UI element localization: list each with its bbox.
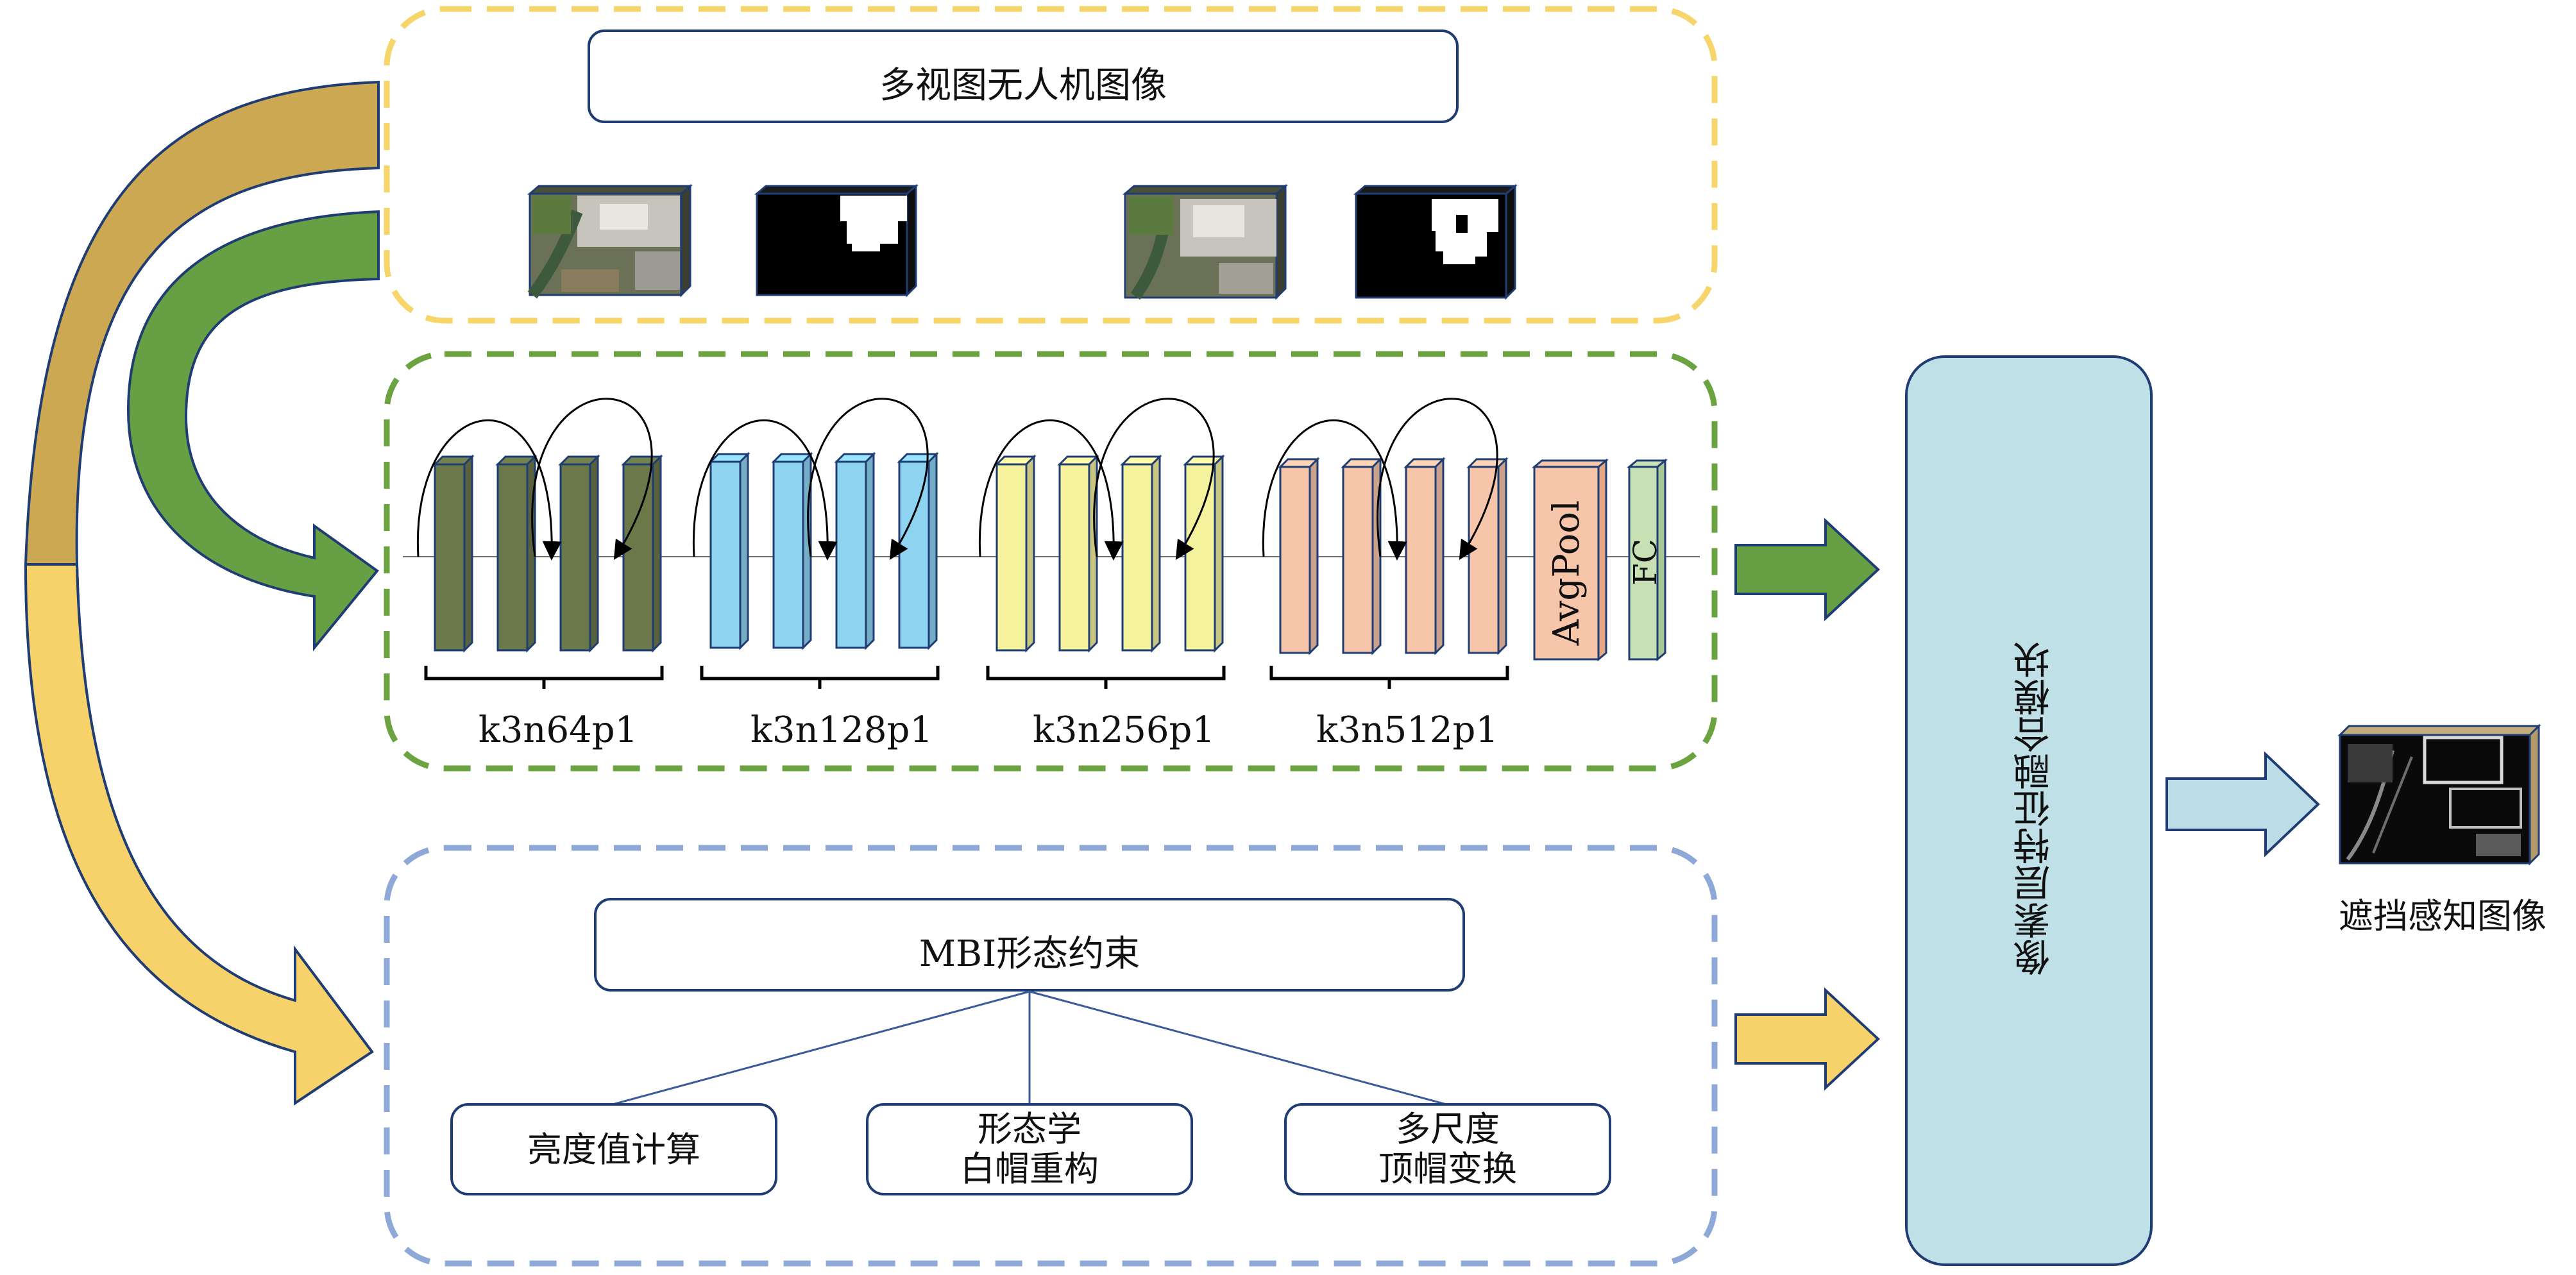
top-panel-title: 多视图无人机图像: [879, 65, 1167, 106]
thumb-mask-2: [1353, 183, 1518, 300]
mbi-item-3-line2: 顶帽变换: [1378, 1149, 1517, 1189]
conv-layer-2-1: [708, 452, 750, 650]
fusion-module-box: [1905, 355, 2153, 1266]
conv-layer-2-2: [771, 452, 813, 650]
group-brace-4: [1269, 666, 1509, 689]
conv-layer-2-4: [897, 452, 939, 650]
skip-arc-2-a: [692, 419, 838, 561]
conv-layer-3-1: [994, 454, 1037, 653]
output-image: [2337, 723, 2541, 866]
conv-layer-2-3: [834, 452, 876, 650]
fc-block: [1626, 458, 1668, 662]
group-brace-2: [700, 666, 940, 689]
top-panel-border: [384, 6, 1718, 324]
mbi-item-2-line2: 白帽重构: [960, 1149, 1099, 1189]
mbi-item-3-line1: 多尺度: [1396, 1109, 1500, 1149]
mbi-item-box-1: [450, 1103, 777, 1195]
skip-arc-4-a: [1262, 419, 1407, 561]
avgpool-label: AvgPool: [1546, 500, 1588, 646]
thumb-aerial-1: [527, 183, 693, 299]
yellow-right-arrow: [1734, 987, 1880, 1091]
network-panel-border: [384, 351, 1718, 772]
mbi-connector-left: [612, 990, 1030, 1106]
conv-layer-4-1: [1278, 457, 1320, 655]
avgpool-block: [1531, 458, 1609, 662]
skip-arc-2-b: [807, 398, 929, 561]
yellow-curved-arrow: [24, 563, 374, 1106]
mbi-item-2: 形态学 白帽重构: [867, 1110, 1192, 1189]
top-title-box: [588, 30, 1459, 123]
mbi-panel-border: [384, 845, 1718, 1267]
output-label: 遮挡感知图像: [2339, 896, 2546, 936]
group-label-2: k3n128p1: [750, 709, 933, 751]
mbi-item-box-2: [866, 1103, 1193, 1195]
conv-layer-3-2: [1057, 454, 1099, 653]
mbi-connector-right: [1029, 990, 1447, 1106]
group-label-1: k3n64p1: [478, 709, 638, 751]
mbi-panel-title: MBI形态约束: [919, 933, 1140, 975]
group-brace-3: [986, 666, 1226, 689]
group-brace-1: [424, 666, 664, 689]
mbi-item-2-line1: 形态学: [978, 1109, 1081, 1149]
conv-layer-3-3: [1120, 454, 1162, 653]
fusion-module-label: 像素层特征融合模块: [2013, 641, 2056, 976]
skip-arc-1-a: [416, 419, 562, 561]
network-layers: [403, 398, 1700, 689]
conv-layer-1-4: [621, 454, 663, 653]
conv-layer-4-2: [1341, 457, 1383, 655]
skip-arc-3-a: [978, 419, 1124, 561]
light-blue-right-arrow: [2165, 751, 2320, 857]
thumb-aerial-2: [1122, 183, 1289, 300]
mbi-title-box: [594, 898, 1465, 992]
conv-layer-1-1: [432, 454, 475, 653]
skip-arc-1-b: [531, 398, 653, 561]
mbi-item-3: 多尺度 顶帽变换: [1285, 1110, 1610, 1189]
skip-arc-3-b: [1093, 398, 1215, 561]
conv-layer-1-3: [558, 454, 600, 653]
conv-layer-4-4: [1466, 457, 1509, 655]
mbi-item-1-line1: 亮度值计算: [527, 1129, 700, 1170]
mbi-item-box-3: [1284, 1103, 1611, 1195]
green-right-arrow: [1734, 518, 1880, 621]
conv-layer-3-4: [1183, 454, 1225, 653]
thumb-mask-1: [754, 183, 919, 298]
skip-arc-4-b: [1377, 398, 1498, 561]
conv-layer-4-3: [1403, 457, 1446, 655]
group-label-3: k3n256p1: [1033, 709, 1215, 751]
fc-label: FC: [1627, 539, 1664, 586]
mbi-item-1: 亮度值计算: [452, 1130, 776, 1170]
group-label-4: k3n512p1: [1316, 709, 1498, 751]
green-curved-arrow: [126, 210, 380, 652]
conv-layer-1-2: [495, 454, 538, 653]
